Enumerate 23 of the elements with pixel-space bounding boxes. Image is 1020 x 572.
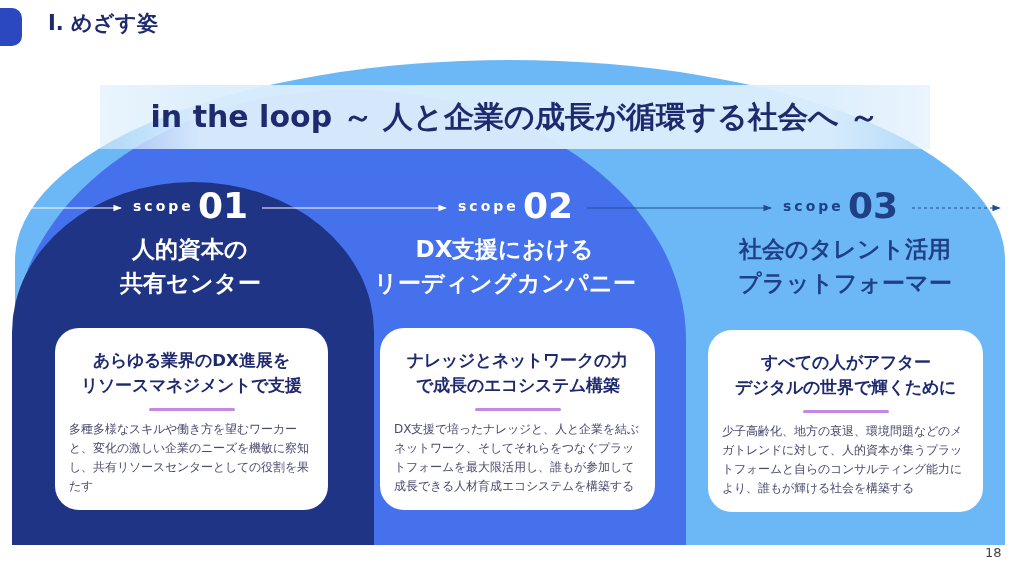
arrow (261, 204, 447, 212)
card-heading: すべての人がアフターデジタルの世界で輝くために (734, 352, 957, 399)
scope-heading: 社会のタレント活用プラットフォーマー (737, 235, 953, 298)
scope-word: scope (458, 198, 519, 214)
info-card (55, 328, 328, 510)
scope-heading: 人的資本の共有センター (118, 235, 262, 298)
card-body: DX支援で培ったナレッジと、人と企業を結ぶネットワーク、そしてそれらをつなぐプラットフォームを最大限活用し、誰もが参加して成長できる人材育成エコシステムを構築する (394, 421, 641, 495)
scope-number: 02 (523, 185, 574, 226)
page-title: Ⅰ. めざす姿 (48, 10, 159, 37)
scope-number: 03 (848, 185, 899, 226)
scope-number: 01 (198, 185, 249, 226)
card-body: 多種多様なスキルや働き方を望むワーカーと、変化の激しい企業のニーズを機敏に察知し、共有リソースセンターとしての役割を果たす (69, 421, 310, 495)
page-number: 18 (985, 545, 1002, 560)
arrow (586, 204, 772, 212)
arrow (911, 204, 1001, 212)
card-heading: ナレッジとネットワークの力で成長のエコシステム構築 (406, 350, 629, 397)
scope-word: scope (133, 198, 194, 214)
scope-heading: DX支援におけるリーディングカンパニー (373, 235, 637, 298)
card-body: 少子高齢化、地方の衰退、環境問題などのメガトレンドに対して、人的資本が集うプラットフォームと自らのコンサルティング能力により、誰もが輝ける社会を構築する (722, 423, 963, 497)
info-card (708, 330, 983, 512)
scope-word: scope (783, 198, 844, 214)
info-card (380, 328, 655, 510)
card-heading: あらゆる業界のDX進展をリソースマネジメントで支援 (80, 350, 303, 397)
